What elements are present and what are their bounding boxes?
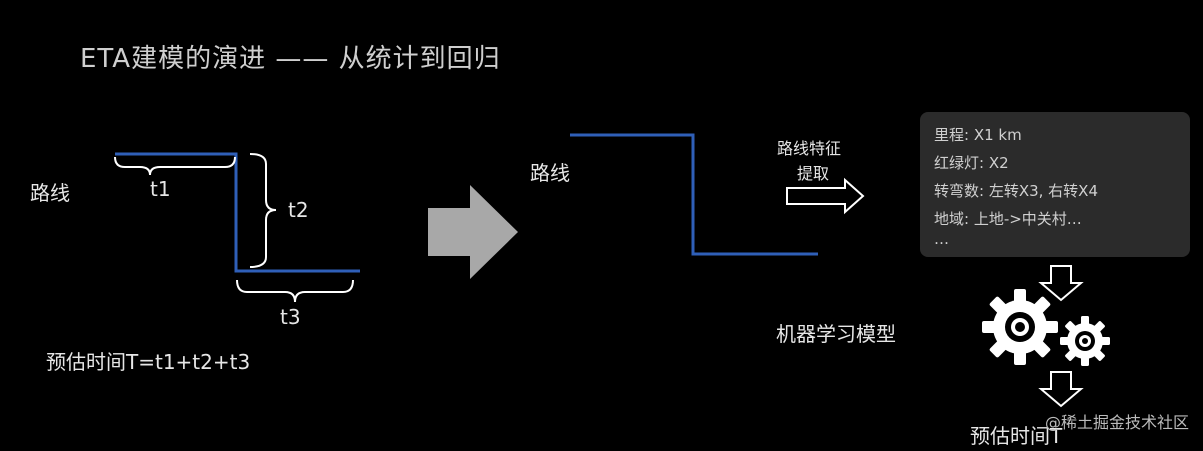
watermark: @稀土掘金技术社区 bbox=[1044, 413, 1189, 432]
right-route-label: 路线 bbox=[530, 161, 570, 185]
feature-extract-label-2: 提取 bbox=[797, 164, 830, 183]
left-route-label: 路线 bbox=[30, 181, 70, 205]
right-route-line bbox=[570, 133, 818, 256]
info-line-mileage: 里程: X1 km bbox=[934, 126, 1022, 144]
output-label: 预估时间T bbox=[970, 424, 1063, 448]
t2-brace bbox=[249, 153, 277, 268]
down-arrow-1 bbox=[1038, 265, 1084, 302]
t1-brace bbox=[114, 156, 236, 176]
t3-label: t3 bbox=[280, 305, 301, 329]
feature-extract-arrow bbox=[786, 177, 865, 215]
down-arrow-2 bbox=[1038, 371, 1084, 408]
left-route-line bbox=[115, 152, 360, 273]
feature-info-box: 里程: X1 km 红绿灯: X2 转弯数: 左转X3, 右转X4 地域: 上地… bbox=[920, 112, 1190, 257]
gear-icon bbox=[982, 289, 1058, 365]
info-line-ellipsis: … bbox=[934, 230, 949, 248]
transition-arrow bbox=[428, 185, 518, 279]
t1-label: t1 bbox=[150, 177, 171, 201]
info-line-traffic-lights: 红绿灯: X2 bbox=[934, 154, 1009, 172]
formula-label: 预估时间T=t1+t2+t3 bbox=[46, 350, 251, 374]
t2-label: t2 bbox=[288, 198, 309, 222]
small-gear-icon bbox=[1060, 316, 1110, 366]
info-line-turns: 转弯数: 左转X3, 右转X4 bbox=[934, 182, 1098, 200]
info-line-region: 地域: 上地->中关村… bbox=[934, 210, 1082, 228]
t3-brace bbox=[236, 279, 354, 303]
feature-extract-label-1: 路线特征 bbox=[777, 139, 842, 158]
ml-model-label: 机器学习模型 bbox=[776, 322, 896, 346]
slide-title: ETA建模的演进 —— 从统计到回归 bbox=[80, 44, 501, 74]
